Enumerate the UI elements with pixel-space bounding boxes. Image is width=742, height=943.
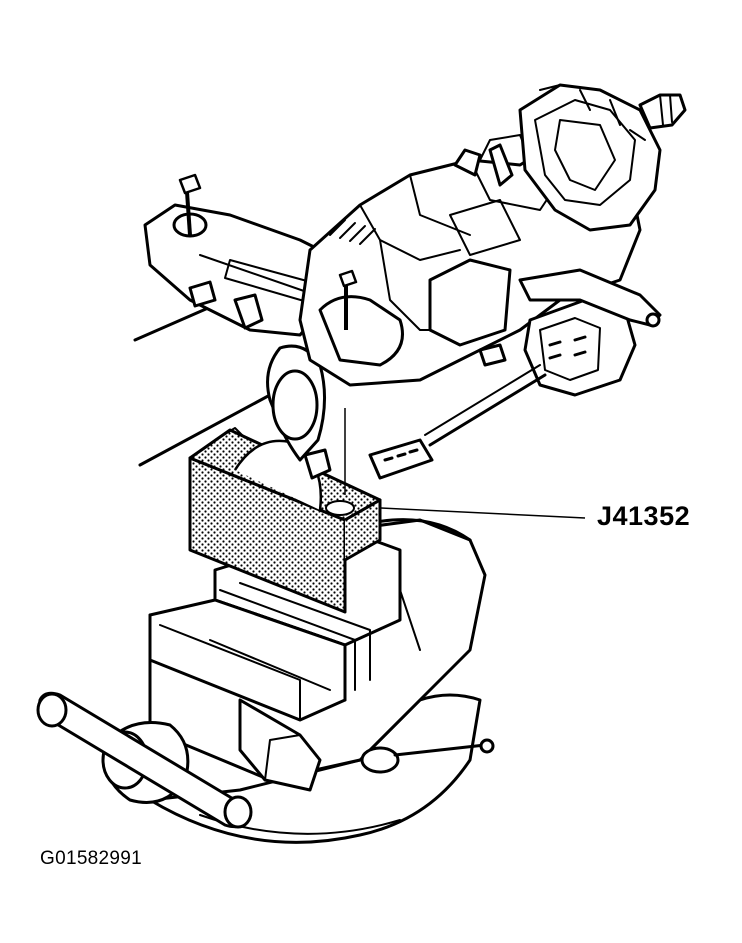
mounting-bolts: [178, 173, 358, 330]
tool-callout-label: J41352: [597, 501, 691, 531]
steering-column: [133, 83, 687, 480]
bench-vise: [36, 518, 495, 844]
figure-id: G01582991: [40, 848, 143, 869]
callout-leader-line: [379, 507, 586, 519]
